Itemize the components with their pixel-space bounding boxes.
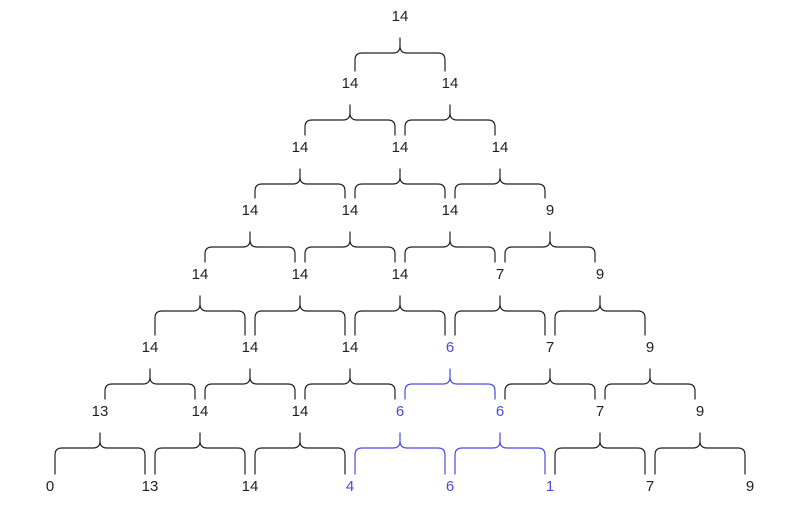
node-value: 14	[242, 339, 259, 356]
node-value: 4	[346, 478, 354, 495]
node-value: 9	[746, 478, 754, 495]
node-value: 14	[292, 266, 309, 283]
node-value: 6	[446, 339, 454, 356]
node-value: 9	[646, 339, 654, 356]
brace-connector	[354, 432, 446, 475]
node-value: 7	[646, 478, 654, 495]
brace-connector	[454, 432, 546, 475]
node-value: 9	[696, 403, 704, 420]
brace-connector	[354, 168, 446, 199]
brace-connector	[404, 231, 496, 263]
brace-connector	[554, 295, 646, 336]
brace-connector	[504, 368, 596, 400]
node-value: 14	[192, 266, 209, 283]
brace-connector	[604, 368, 696, 400]
node-value: 7	[596, 403, 604, 420]
brace-connector	[104, 368, 196, 400]
node-value: 14	[292, 139, 309, 156]
node-value: 0	[46, 478, 54, 495]
brace-connector	[504, 231, 596, 263]
node-value: 14	[392, 8, 409, 25]
brace-connector	[204, 231, 296, 263]
node-value: 9	[596, 266, 604, 283]
node-value: 14	[392, 266, 409, 283]
brace-connector	[454, 168, 546, 199]
node-value: 14	[292, 403, 309, 420]
node-value: 13	[92, 403, 109, 420]
node-value: 6	[496, 403, 504, 420]
brace-connector	[204, 368, 296, 400]
node-value: 14	[242, 202, 259, 219]
node-value: 14	[342, 339, 359, 356]
brace-layer	[54, 37, 746, 475]
node-value: 6	[446, 478, 454, 495]
node-value: 7	[546, 339, 554, 356]
node-value: 1	[546, 478, 554, 495]
node-value: 14	[242, 478, 259, 495]
brace-connector	[404, 104, 496, 136]
brace-connector	[254, 432, 346, 475]
brace-connector	[154, 295, 246, 336]
node-value: 14	[342, 202, 359, 219]
brace-connector	[454, 295, 546, 336]
node-value: 14	[492, 139, 509, 156]
brace-connector	[354, 295, 446, 336]
node-value: 6	[396, 403, 404, 420]
node-value: 14	[392, 139, 409, 156]
brace-connector	[354, 37, 446, 72]
node-value: 9	[546, 202, 554, 219]
node-value: 13	[142, 478, 159, 495]
brace-connector	[304, 104, 396, 136]
node-value: 7	[496, 266, 504, 283]
brace-connector	[554, 432, 646, 475]
node-value: 14	[442, 202, 459, 219]
node-value: 14	[192, 403, 209, 420]
brace-connector	[254, 168, 346, 199]
brace-connector	[404, 368, 496, 400]
node-value: 14	[142, 339, 159, 356]
brace-connector	[304, 368, 396, 400]
node-value: 14	[442, 75, 459, 92]
brace-connector	[304, 231, 396, 263]
node-value: 14	[342, 75, 359, 92]
brace-connector	[254, 295, 346, 336]
brace-connector	[654, 432, 746, 475]
brace-connector	[154, 432, 246, 475]
brace-connector	[54, 432, 146, 475]
